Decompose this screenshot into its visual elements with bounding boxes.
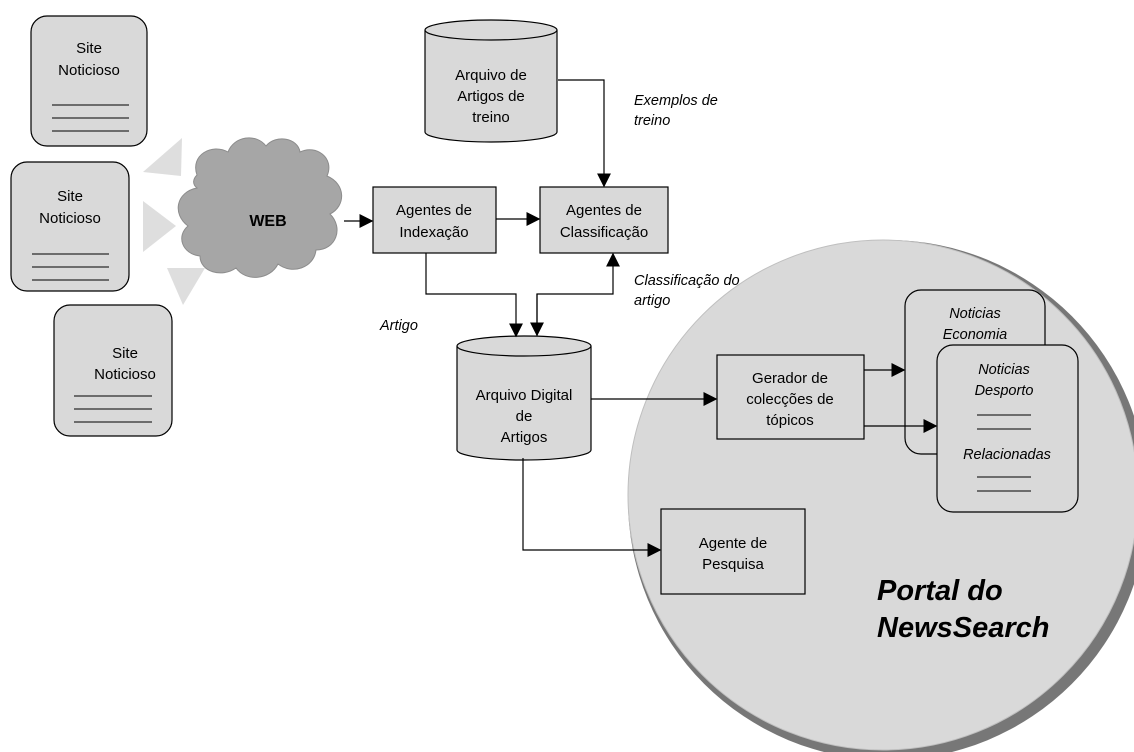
training-archive-line2: Artigos de <box>457 88 525 105</box>
search-agent-box: Agente de Pesquisa <box>660 508 806 595</box>
digital-archive-cylinder: Arquivo Digital de Artigos <box>456 335 592 461</box>
training-examples-line1: Exemplos de <box>634 93 718 109</box>
news-sport-related: Relacionadas <box>963 447 1051 463</box>
news-site-2: Site Noticioso <box>10 161 130 292</box>
topic-generator-line2: colecções de <box>746 391 834 408</box>
topic-generator-line1: Gerador de <box>752 370 828 387</box>
topic-generator-box: Gerador de colecções de tópicos <box>716 354 865 440</box>
connectors <box>344 79 938 557</box>
training-archive-cylinder: Arquivo de Artigos de treino <box>424 19 558 143</box>
news-site-2-line2: Noticioso <box>39 210 101 227</box>
training-archive-line1: Arquivo de <box>455 67 527 84</box>
news-site-1-line2: Noticioso <box>58 62 120 79</box>
news-sport-line1: Noticias <box>978 362 1030 378</box>
training-archive-line3: treino <box>472 109 510 126</box>
portal-title-line1: Portal do <box>877 575 1003 607</box>
news-site-3-line1: Site <box>112 345 138 362</box>
web-label: WEB <box>249 213 286 230</box>
digital-archive-line1: Arquivo Digital <box>476 387 573 404</box>
search-agent-line1: Agente de <box>699 535 767 552</box>
classification-bidirectional-arrow <box>536 252 620 336</box>
indexing-agents-box: Agentes de Indexação <box>372 186 497 254</box>
digital-archive-line3: Artigos <box>501 429 548 446</box>
news-site-3-line2: Noticioso <box>94 366 156 383</box>
portal-title-line2: NewsSearch <box>877 612 1050 644</box>
search-agent-line2: Pesquisa <box>702 556 764 573</box>
news-site-2-line1: Site <box>57 188 83 205</box>
news-sport-card: Noticias Desporto Relacionadas <box>936 344 1079 513</box>
archive-to-search-arrow <box>522 458 662 557</box>
article-label: Artigo <box>379 318 418 334</box>
news-sport-line2: Desporto <box>975 383 1034 399</box>
classification-agents-line2: Classificação <box>560 224 648 241</box>
site-to-web-arrows <box>143 138 205 305</box>
news-economy-line2: Economia <box>943 327 1007 343</box>
training-examples-line2: treino <box>634 113 670 129</box>
classification-agents-line1: Agentes de <box>566 202 642 219</box>
topic-generator-line3: tópicos <box>766 412 814 429</box>
news-site-1: Site Noticioso <box>30 15 148 147</box>
article-classification-line2: artigo <box>634 293 670 309</box>
digital-archive-line2: de <box>516 408 533 425</box>
classification-agents-box: Agentes de Classificação <box>539 186 669 254</box>
news-economy-line1: Noticias <box>949 306 1001 322</box>
indexing-agents-line2: Indexação <box>399 224 468 241</box>
indexing-agents-line1: Agentes de <box>396 202 472 219</box>
news-site-1-line1: Site <box>76 40 102 57</box>
news-site-3: Site Noticioso <box>53 304 173 437</box>
training-examples-arrow <box>558 79 611 188</box>
article-classification-line1: Classificação do <box>634 273 740 289</box>
article-to-archive-arrow <box>425 253 523 338</box>
web-cloud: WEB <box>177 137 343 278</box>
